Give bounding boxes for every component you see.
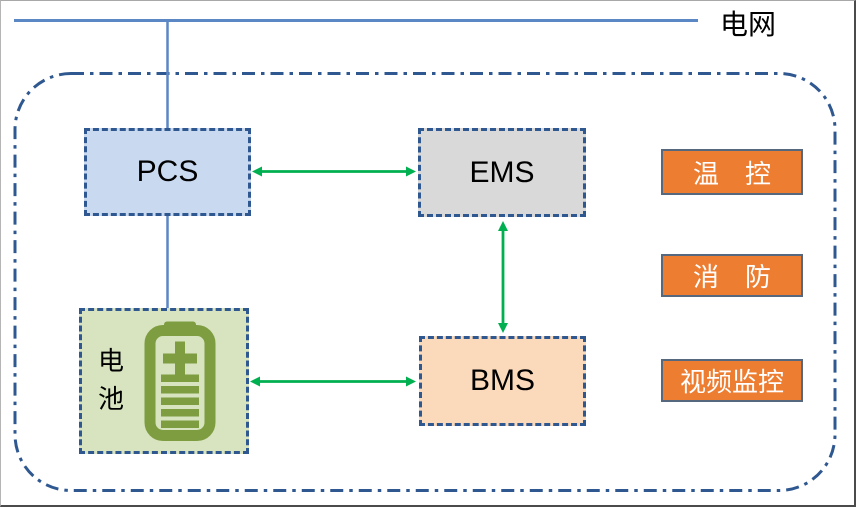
ems-node: EMS xyxy=(418,128,586,217)
battery-node: 电池 xyxy=(79,308,249,454)
system-boundary xyxy=(13,72,837,492)
temperature-control-label: 温 控 xyxy=(692,158,771,189)
grid-label: 电网 xyxy=(720,9,777,40)
video-monitoring-label: 视频监控 xyxy=(679,367,784,397)
bms-node: BMS xyxy=(419,336,586,426)
bms-label: BMS xyxy=(469,364,535,397)
fire-protection-label: 消 防 xyxy=(692,262,771,292)
ems-label: EMS xyxy=(469,155,535,189)
temperature-control-box: 温 控 xyxy=(661,149,803,195)
pcs-label: PCS xyxy=(136,155,199,188)
battery-icon xyxy=(144,321,216,441)
battery-label: 电池 xyxy=(98,346,125,414)
fire-protection-box: 消 防 xyxy=(661,254,803,297)
video-monitoring-box: 视频监控 xyxy=(661,359,803,402)
pcs-node: PCS xyxy=(84,128,251,216)
